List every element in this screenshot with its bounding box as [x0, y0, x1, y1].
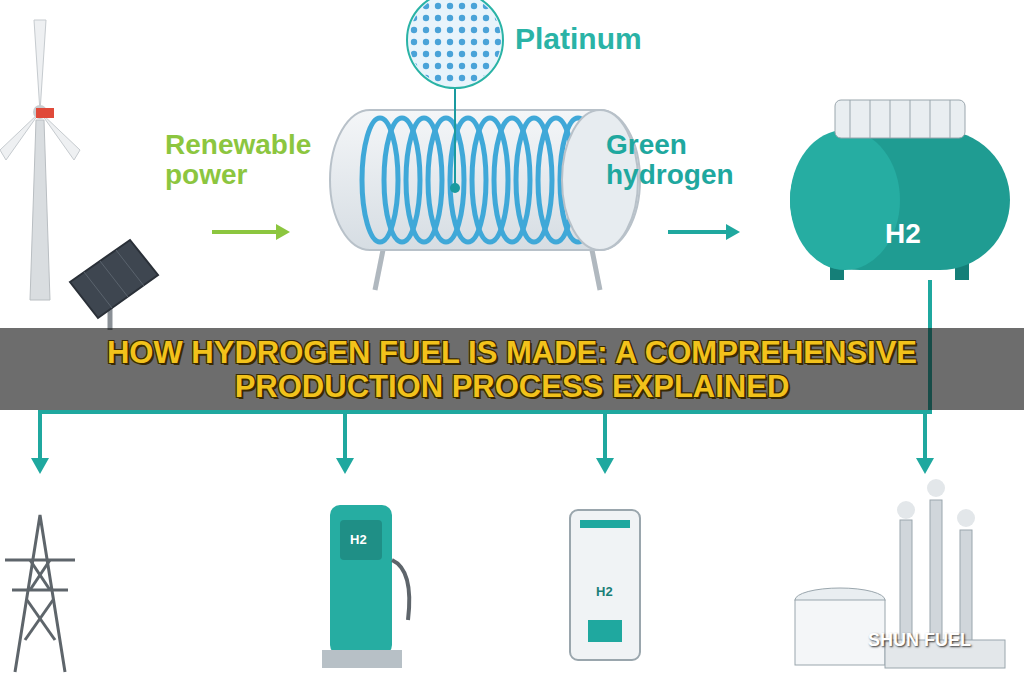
- solar-panel: [70, 240, 158, 330]
- title-text: HOW HYDROGEN FUEL IS MADE: A COMPREHENSI…: [20, 336, 1004, 404]
- pump-label: H2: [350, 532, 367, 547]
- watermark: SHUN FUEL: [868, 630, 971, 651]
- power-pylon: [5, 515, 75, 672]
- unit-label: H2: [596, 584, 613, 599]
- platinum-callout: [407, 0, 503, 88]
- wind-turbine: [0, 20, 80, 300]
- callout-label: Platinum: [515, 22, 642, 56]
- flow-label: Green hydrogen: [606, 130, 756, 190]
- tank-label: H2: [885, 218, 921, 250]
- fuel-pump: [322, 505, 409, 668]
- arrow-heads: [31, 458, 934, 474]
- hydrogen-tank: [790, 100, 1010, 280]
- flow-arrow: [668, 224, 740, 240]
- electrolyzer: [330, 88, 640, 290]
- industrial-plant: [795, 479, 1005, 668]
- flow-label: Renewable power: [165, 130, 340, 190]
- flow-arrow: [212, 224, 290, 240]
- fuel-cell-unit: [570, 510, 640, 660]
